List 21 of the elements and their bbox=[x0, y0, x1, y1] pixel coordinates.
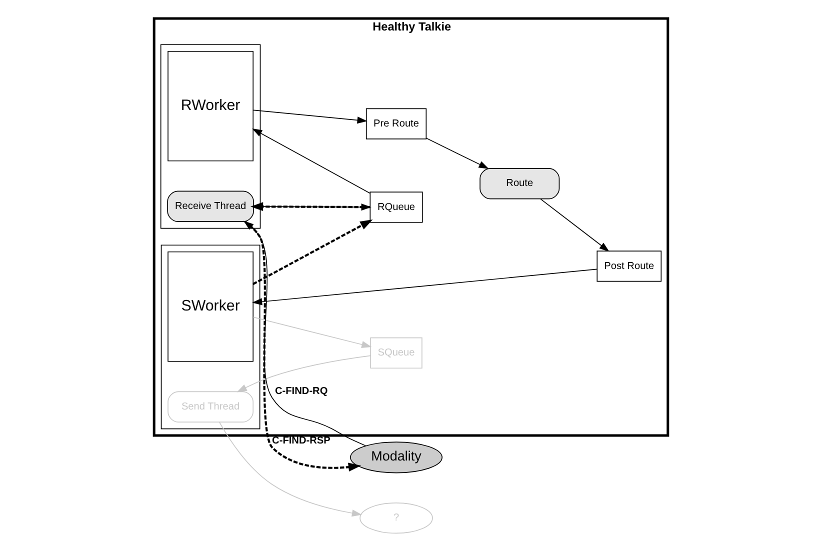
arrow bbox=[252, 110, 368, 124]
node-ellipse: ? bbox=[360, 502, 433, 534]
edge-label: C-FIND-RSP bbox=[272, 436, 330, 447]
edge-label: C-FIND-RQ bbox=[274, 386, 328, 397]
node-box: Post Route bbox=[596, 250, 662, 282]
node-ellipse: Modality bbox=[350, 442, 442, 474]
node-box: RQueue bbox=[370, 192, 423, 223]
arrow bbox=[252, 128, 370, 194]
arrow bbox=[252, 219, 373, 285]
node-box: SWorker bbox=[168, 251, 254, 362]
node-box: Receive Thread bbox=[167, 190, 254, 222]
arrow bbox=[540, 198, 610, 252]
arrow bbox=[426, 138, 489, 169]
arrow bbox=[218, 422, 362, 517]
node-box: Pre Route bbox=[366, 108, 427, 140]
arrow bbox=[252, 268, 598, 306]
arrow bbox=[252, 316, 372, 348]
node-box: Route bbox=[480, 168, 560, 200]
arrow bbox=[236, 355, 371, 392]
cluster bbox=[160, 244, 260, 430]
node-box: RWorker bbox=[168, 50, 254, 162]
